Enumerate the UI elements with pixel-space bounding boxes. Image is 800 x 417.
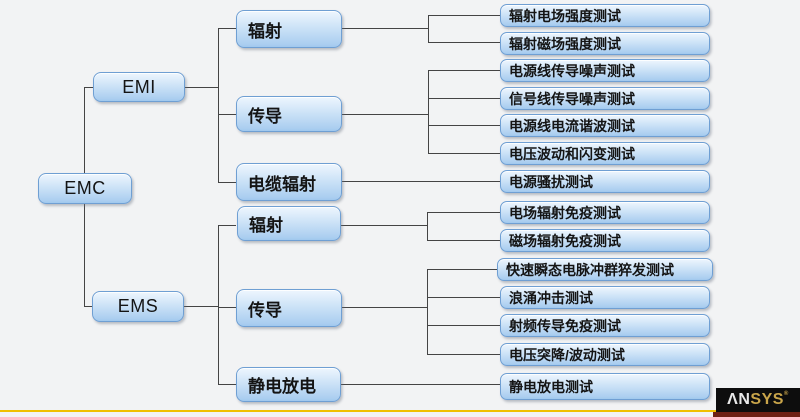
connector-line: [428, 153, 500, 154]
connector-line: [342, 181, 500, 182]
footer-accent-line: [0, 410, 800, 412]
connector-line: [84, 204, 85, 306]
connector-line: [427, 354, 500, 355]
connector-line: [427, 269, 428, 355]
connector-line: [428, 42, 500, 43]
test-item: 信号线传导噪声测试: [500, 87, 710, 110]
branch-label: 电缆辐射: [248, 174, 316, 194]
test-item: 电源骚扰测试: [500, 170, 710, 193]
test-label: 电压突降/波动测试: [509, 346, 625, 363]
branch-emi-cable-radiation: 电缆辐射: [236, 163, 342, 201]
branch-emi-conduction: 传导: [236, 96, 342, 132]
branch-label: 静电放电: [248, 377, 316, 396]
test-label: 电源线电流谐波测试: [509, 117, 635, 134]
test-label: 快速瞬态电脉冲群猝发测试: [506, 261, 674, 278]
connector-line: [427, 297, 500, 298]
connector-line: [218, 307, 236, 308]
test-label: 静电放电测试: [509, 378, 593, 395]
test-label: 电源骚扰测试: [509, 173, 593, 190]
test-item: 电源线电流谐波测试: [500, 114, 710, 137]
branch-label: 传导: [248, 106, 282, 126]
connector-line: [218, 28, 236, 29]
ansys-logo-text-secondary: SYS: [750, 391, 784, 408]
ansys-logo-mark: ®: [783, 391, 789, 397]
test-label: 辐射电场强度测试: [509, 7, 621, 24]
node-ems: EMS: [92, 291, 184, 322]
connector-line: [428, 70, 429, 154]
connector-line: [84, 87, 85, 173]
connector-line: [341, 225, 427, 226]
branch-ems-conduction: 传导: [236, 289, 342, 327]
connector-line: [427, 325, 500, 326]
test-item: 电场辐射免疫测试: [500, 201, 710, 224]
connector-line: [218, 114, 236, 115]
connector-line: [342, 307, 427, 308]
connector-line: [428, 15, 429, 42]
connector-line: [185, 87, 218, 88]
connector-line: [428, 125, 500, 126]
branch-ems-radiation: 辐射: [237, 206, 341, 241]
test-item: 静电放电测试: [500, 373, 710, 400]
node-label: EMI: [122, 76, 156, 97]
connector-line: [218, 225, 219, 385]
test-item: 辐射电场强度测试: [500, 4, 710, 27]
test-label: 辐射磁场强度测试: [509, 35, 621, 52]
connector-line: [427, 212, 500, 213]
test-label: 电场辐射免疫测试: [509, 204, 621, 221]
connector-line: [218, 225, 236, 226]
branch-label: 传导: [248, 300, 282, 320]
connector-line: [427, 212, 428, 241]
connector-line: [428, 70, 500, 71]
connector-line: [342, 28, 428, 29]
node-label: EMC: [64, 178, 106, 198]
test-item: 电源线传导噪声测试: [500, 59, 710, 82]
test-label: 电压波动和闪变测试: [509, 145, 635, 162]
connector-line: [341, 384, 500, 385]
node-label: EMS: [117, 296, 159, 316]
test-item: 浪涌冲击测试: [500, 286, 710, 309]
ansys-logo-text-primary: ΛN: [727, 391, 751, 408]
connector-line: [427, 269, 497, 270]
connector-line: [84, 306, 92, 307]
test-label: 磁场辐射免疫测试: [509, 232, 621, 249]
test-item: 磁场辐射免疫测试: [500, 229, 710, 252]
test-label: 射频传导免疫测试: [509, 317, 621, 334]
connector-line: [218, 182, 236, 183]
test-item: 快速瞬态电脉冲群猝发测试: [497, 258, 713, 281]
connector-line: [218, 28, 219, 183]
connector-line: [184, 306, 218, 307]
connector-line: [218, 384, 236, 385]
branch-label: 辐射: [248, 21, 282, 41]
test-label: 信号线传导噪声测试: [509, 90, 635, 107]
connector-line: [84, 87, 93, 88]
connector-line: [342, 114, 428, 115]
footer-logo-strip: [713, 412, 800, 417]
connector-line: [428, 15, 500, 16]
test-item: 射频传导免疫测试: [500, 314, 710, 337]
branch-label: 辐射: [249, 216, 283, 235]
test-item: 电压突降/波动测试: [500, 343, 710, 366]
connector-line: [428, 98, 500, 99]
test-item: 辐射磁场强度测试: [500, 32, 710, 55]
test-item: 电压波动和闪变测试: [500, 142, 710, 165]
branch-emi-radiation: 辐射: [236, 10, 342, 48]
node-emi: EMI: [93, 72, 185, 102]
test-label: 电源线传导噪声测试: [509, 62, 635, 79]
connector-line: [427, 240, 500, 241]
node-emc: EMC: [38, 173, 132, 204]
test-label: 浪涌冲击测试: [509, 289, 593, 306]
branch-ems-esd: 静电放电: [236, 367, 341, 402]
